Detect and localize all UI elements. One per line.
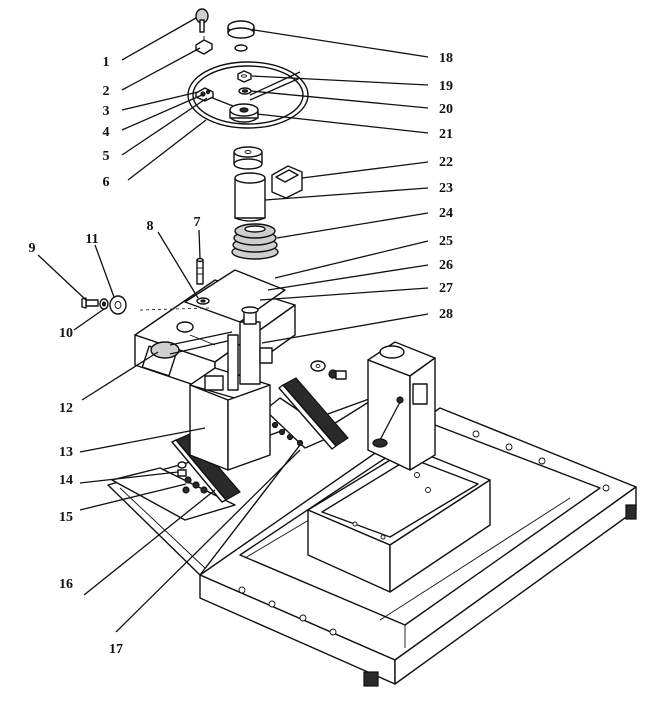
- tray-box: [307, 447, 491, 593]
- callout-15: 15: [59, 510, 73, 525]
- callout-16: 16: [59, 577, 73, 592]
- tread-right: [278, 377, 349, 450]
- washer-11: [109, 295, 127, 315]
- callout-22: 22: [439, 155, 453, 170]
- bolt-7: [196, 257, 204, 285]
- leader-lines: [37, 17, 429, 633]
- callout-10: 10: [59, 326, 73, 341]
- callout-23: 23: [439, 181, 453, 196]
- callout-14: 14: [59, 473, 73, 488]
- callout-28: 28: [439, 307, 453, 322]
- callout-1: 1: [103, 55, 110, 70]
- callout-9: 9: [29, 241, 36, 256]
- pump-base-box: [189, 367, 271, 471]
- bolt-14: [177, 469, 187, 477]
- callout-26: 26: [439, 258, 453, 273]
- callout-11: 11: [85, 232, 98, 247]
- washer-8: [196, 297, 210, 305]
- upright-stand: [367, 341, 436, 471]
- handle-lever: [150, 321, 233, 359]
- callout-24: 24: [439, 206, 453, 221]
- callout-6: 6: [103, 175, 110, 190]
- callout-20: 20: [439, 102, 453, 117]
- callout-4: 4: [103, 125, 110, 140]
- handle-knob: [195, 8, 209, 33]
- cylinder-cap: [233, 146, 263, 170]
- callout-21: 21: [439, 127, 453, 142]
- callout-17: 17: [109, 642, 123, 657]
- callout-12: 12: [59, 401, 73, 416]
- callout-3: 3: [103, 104, 110, 119]
- pump-column: [227, 306, 273, 391]
- spring: [231, 223, 279, 260]
- top-knob: [227, 20, 255, 52]
- callout-8: 8: [147, 219, 154, 234]
- callout-5: 5: [103, 149, 110, 164]
- callout-7: 7: [194, 215, 201, 230]
- lock-washer-10: [99, 298, 109, 310]
- bolt-9: [81, 297, 99, 309]
- hub-washer: [238, 87, 252, 95]
- callout-19: 19: [439, 79, 453, 94]
- hub-nut: [237, 70, 252, 83]
- callout-18: 18: [439, 51, 453, 66]
- callout-27: 27: [439, 281, 453, 296]
- right-fasteners: [310, 360, 347, 380]
- handwheel: [187, 61, 309, 129]
- callout-2: 2: [103, 84, 110, 99]
- callout-labels: 1 2 3 4 5 6 7 8 9 10 11 12 13 14 15 16 1…: [29, 51, 454, 657]
- square-block: [271, 165, 303, 199]
- handle-bracket: [195, 36, 213, 55]
- foot-plate-left: [111, 461, 236, 521]
- callout-25: 25: [439, 234, 453, 249]
- cylinder-sleeve: [234, 172, 266, 222]
- callout-13: 13: [59, 445, 73, 460]
